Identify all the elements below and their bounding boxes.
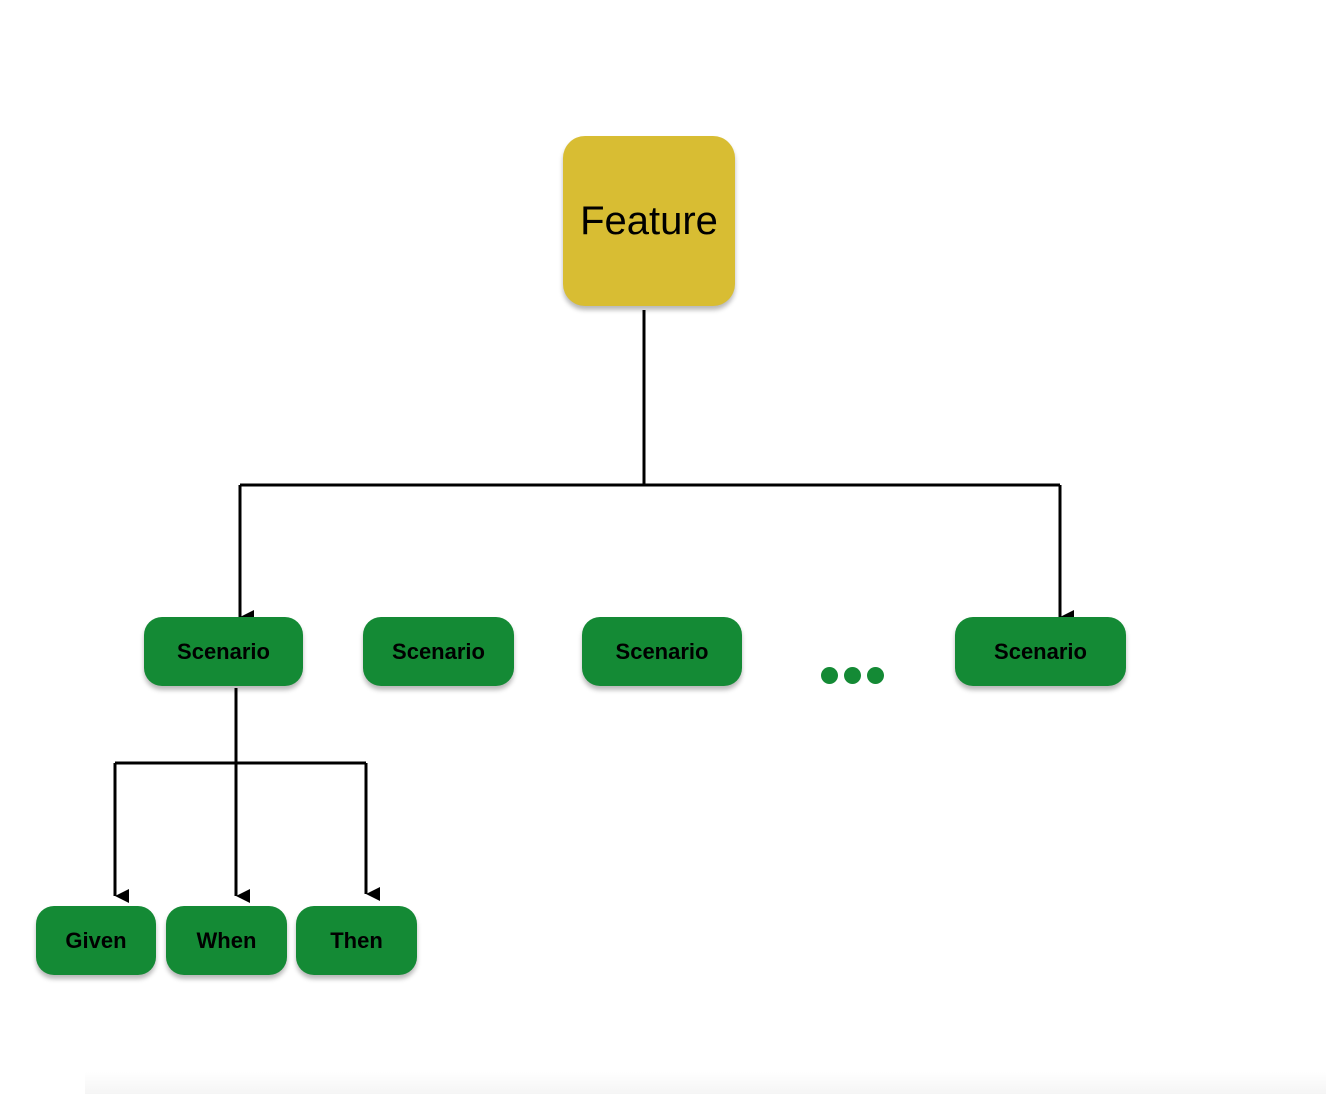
ellipsis-dot: [844, 667, 861, 684]
ellipsis-dot: [821, 667, 838, 684]
scenario-node-last: Scenario: [955, 617, 1126, 686]
step-node-given: Given: [36, 906, 156, 975]
scenario-node-1: Scenario: [144, 617, 303, 686]
feature-node: Feature: [563, 136, 735, 306]
scenario-node-3: Scenario: [582, 617, 742, 686]
bottom-shade: [85, 1072, 1326, 1094]
step-node-then: Then: [296, 906, 417, 975]
scenario-node-2: Scenario: [363, 617, 514, 686]
step-node-when: When: [166, 906, 287, 975]
ellipsis-dot: [867, 667, 884, 684]
